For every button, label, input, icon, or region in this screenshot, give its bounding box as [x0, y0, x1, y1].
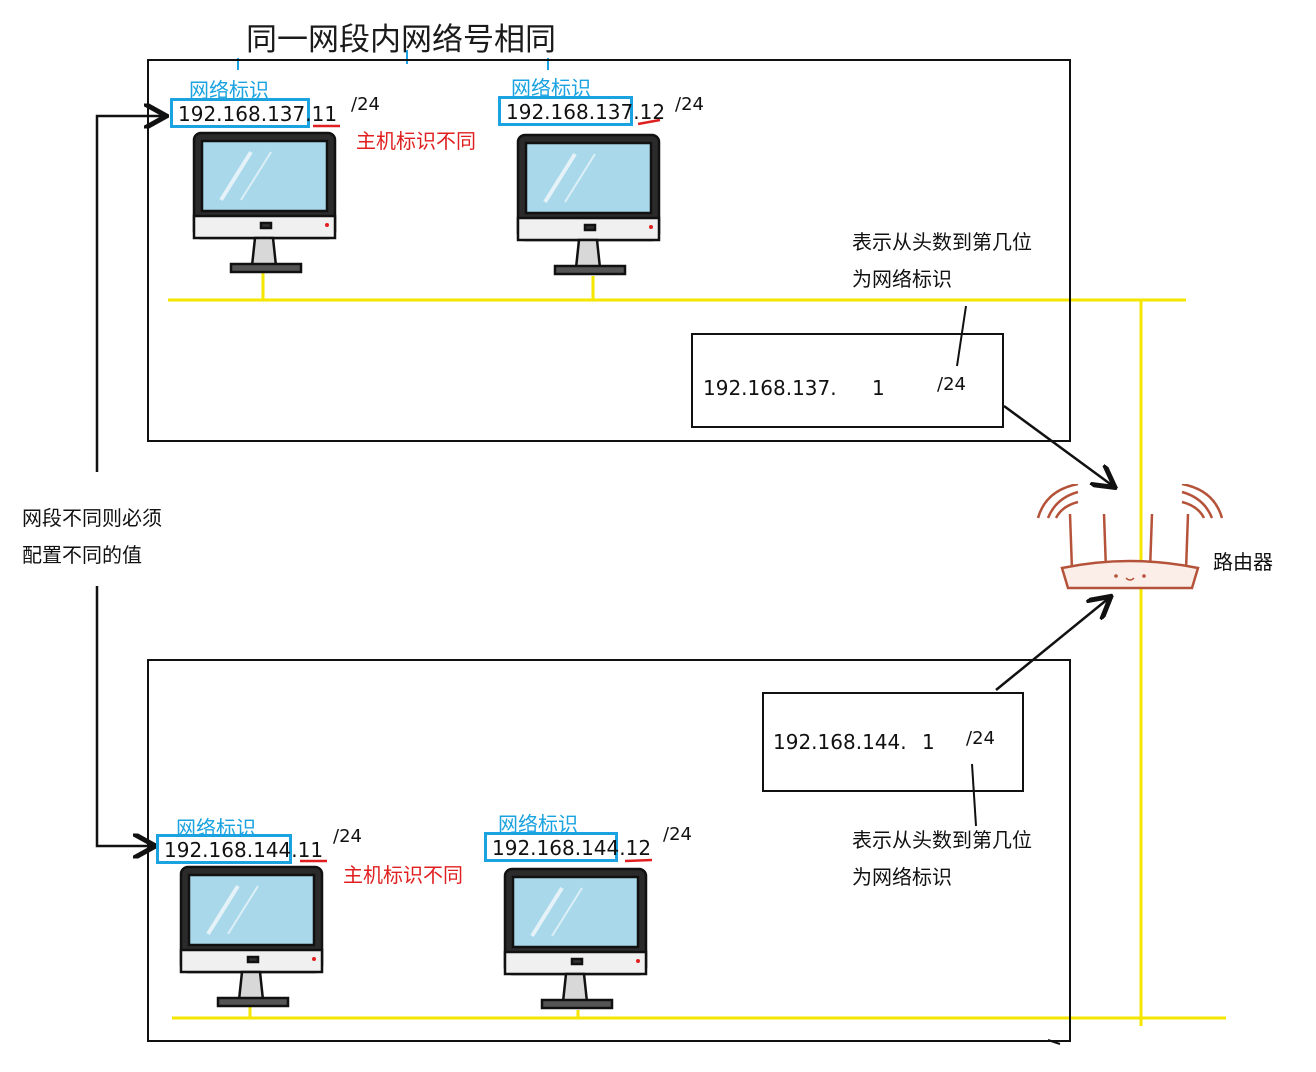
subnet-mask: /24 — [333, 826, 362, 847]
mask-note-line: 表示从头数到第几位 — [852, 828, 1032, 852]
ip-host-part: .12 — [633, 100, 666, 124]
network-id-box — [484, 832, 618, 862]
network-id-box — [170, 98, 310, 128]
gateway-mask: /24 — [937, 374, 966, 395]
mask-note-line: 为网络标识 — [852, 267, 952, 291]
computer-icon — [503, 867, 648, 1010]
ip-address: 192.168.137.11 — [178, 102, 337, 126]
gateway-ip-network: 192.168.144. — [773, 730, 907, 754]
gateway-arrow-top — [1003, 404, 1113, 486]
network-id-box — [156, 834, 292, 864]
gateway-mask: /24 — [966, 728, 995, 749]
diagram-title: 同一网段内网络号相同 — [246, 22, 556, 58]
gateway-ip-host: 1 — [922, 730, 935, 754]
note-arrow-top — [95, 116, 164, 472]
segment-note-line: 网段不同则必须 — [22, 506, 162, 530]
note-arrow-bottom — [95, 586, 153, 846]
gateway-ip-host: 1 — [872, 376, 885, 400]
segment-note: 网段不同则必须 配置不同的值 — [22, 500, 162, 574]
mask-pointer-bottom — [971, 763, 977, 827]
ip-host-part: .11 — [291, 838, 324, 862]
host-id-diff-label: 主机标识不同 — [356, 129, 476, 153]
subnet-mask: /24 — [675, 94, 704, 115]
computer-icon — [192, 131, 337, 274]
segment-note-line: 配置不同的值 — [22, 543, 142, 567]
ip-network-part: 192.168.144 — [164, 838, 292, 862]
host-id-underline — [624, 858, 653, 863]
gateway-box — [691, 333, 1004, 428]
mask-note-line: 为网络标识 — [852, 865, 952, 889]
subnet-mask: /24 — [351, 94, 380, 115]
ip-network-part: 192.168.137 — [506, 100, 634, 124]
gateway-ip-network: 192.168.137. — [703, 376, 837, 400]
mask-note: 表示从头数到第几位 为网络标识 — [852, 822, 1032, 896]
ip-host-part: .11 — [305, 102, 338, 126]
computer-icon — [516, 133, 661, 276]
ip-network-part: 192.168.137 — [178, 102, 306, 126]
router-label: 路由器 — [1213, 550, 1273, 574]
ip-host-part: .12 — [619, 836, 652, 860]
top-network-frame — [147, 59, 1071, 442]
computer-icon — [179, 865, 324, 1008]
ip-address: 192.168.137.12 — [506, 100, 665, 124]
subnet-mask: /24 — [663, 824, 692, 845]
mask-pointer-top — [956, 305, 967, 367]
gateway-box — [762, 692, 1024, 792]
ip-address: 192.168.144.12 — [492, 836, 651, 860]
host-id-underline — [637, 118, 661, 126]
router-icon — [1036, 484, 1224, 590]
ip-network-part: 192.168.144 — [492, 836, 620, 860]
gateway-arrow-bottom — [995, 598, 1109, 691]
ip-address: 192.168.144.11 — [164, 838, 323, 862]
mask-note-line: 表示从头数到第几位 — [852, 230, 1032, 254]
bottom-network-frame — [147, 659, 1071, 1042]
host-id-diff-label: 主机标识不同 — [343, 863, 463, 887]
network-id-box — [498, 96, 633, 126]
mask-note: 表示从头数到第几位 为网络标识 — [852, 224, 1032, 298]
